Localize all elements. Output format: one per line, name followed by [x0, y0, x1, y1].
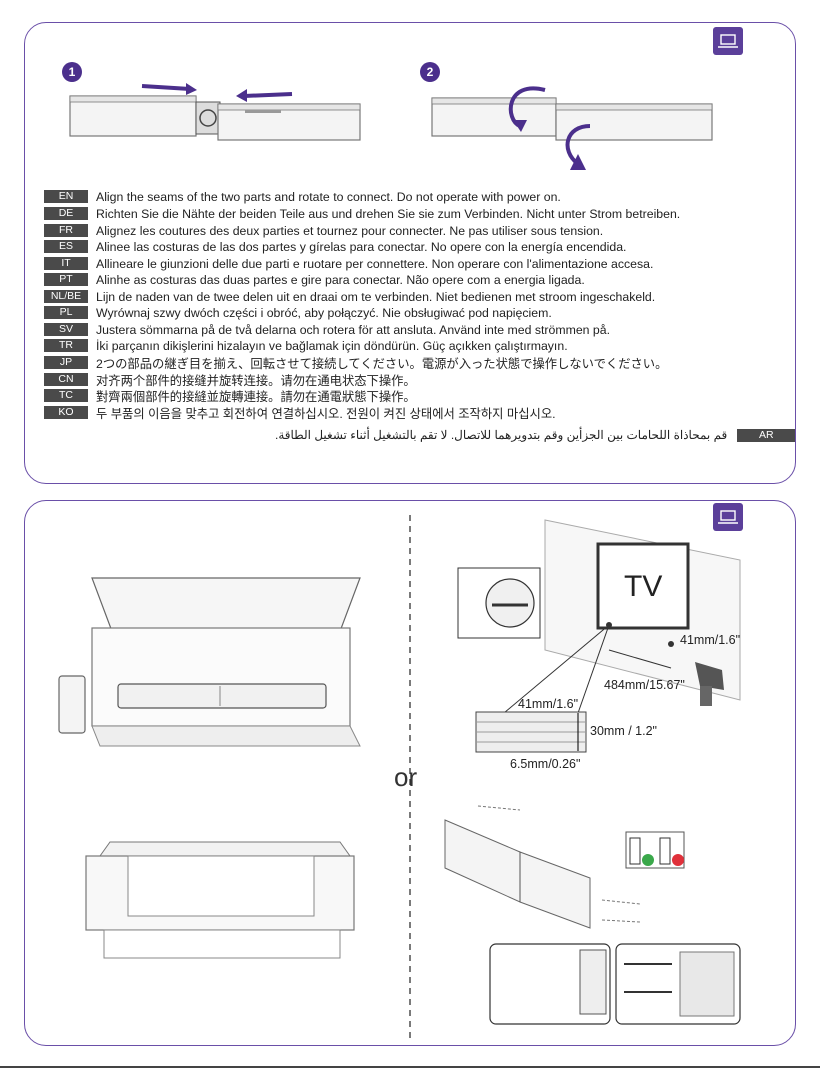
soundbar-joint — [196, 102, 220, 134]
instruction-fr: FR Alignez les coutures des deux parties … — [44, 223, 603, 238]
instruction-text: 두 부품의 이음을 맞추고 회전하여 연결하십시오. 전원이 켜진 상태에서 조… — [96, 404, 556, 422]
instruction-text: Lijn de naden van de twee delen uit en d… — [96, 290, 655, 304]
soundbar-assembled-right — [556, 104, 712, 140]
language-code: FR — [44, 224, 88, 237]
instruction-text: Richten Sie die Nähte der beiden Teile a… — [96, 207, 680, 221]
language-code: TR — [44, 339, 88, 352]
soundbar-left-part — [70, 96, 196, 136]
instruction-ar: قم بمحاذاة اللحامات بين الجزأين وقم بتدو… — [275, 428, 795, 442]
instruction-ko: KO 두 부품의 이음을 맞추고 회전하여 연결하십시오. 전원이 켜진 상태에서… — [44, 405, 556, 420]
instruction-text: Alinhe as costuras das duas partes e gir… — [96, 273, 585, 287]
instruction-es: ES Alinee las costuras de las dos partes … — [44, 239, 626, 254]
instruction-text: Alignez les coutures des deux parties et… — [96, 224, 603, 238]
detail-height-label: 30mm / 1.2" — [590, 724, 657, 738]
instruction-text: İki parçanın dikişlerini hizalayın ve ba… — [96, 339, 568, 353]
language-code: KO — [44, 406, 88, 419]
language-code: SV — [44, 323, 88, 336]
language-code: JP — [44, 356, 88, 369]
laptop-icon — [713, 503, 743, 531]
instruction-text: قم بمحاذاة اللحامات بين الجزأين وقم بتدو… — [275, 428, 727, 442]
language-code: AR — [737, 429, 795, 442]
language-code: PL — [44, 306, 88, 319]
tv-label: TV — [624, 570, 662, 604]
instruction-text: Allineare le giunzioni delle due parti e… — [96, 257, 653, 271]
instruction-sv: SV Justera sömmarna på de två delarna och… — [44, 322, 610, 337]
push-right-arrow — [142, 83, 197, 95]
push-left-arrow — [236, 89, 292, 102]
detail-width-label: 41mm/1.6" — [518, 697, 578, 711]
detail-depth-label: 6.5mm/0.26" — [510, 757, 580, 771]
instruction-jp: JP 2つの部品の継ぎ目を揃え、回転させて接続してください。電源が入った状態で操作… — [44, 355, 667, 370]
assembly-illustration — [0, 0, 820, 200]
language-code: NL/BE — [44, 290, 88, 303]
instruction-text: 對齊兩個部件的接縫並旋轉連接。請勿在通電狀態下操作。 — [96, 387, 416, 405]
hole-spacing-label: 484mm/15.67" — [604, 678, 685, 692]
instruction-text: Align the seams of the two parts and rot… — [96, 190, 561, 204]
language-code: TC — [44, 389, 88, 402]
instruction-text: Alinee las costuras de las dos partes y … — [96, 240, 626, 254]
instruction-en: EN Align the seams of the two parts and r… — [44, 189, 561, 204]
instruction-tr: TR İki parçanın dikişlerini hizalayın ve … — [44, 338, 568, 353]
soundbar-assembled-left — [432, 98, 556, 136]
page-bottom-rule — [0, 1066, 820, 1068]
language-code: PT — [44, 273, 88, 286]
language-code: ES — [44, 240, 88, 253]
instruction-nl: NL/BE Lijn de naden van de twee delen uit… — [44, 289, 655, 304]
instruction-text: Wyrównaj szwy dwóch części i obróć, aby … — [96, 306, 552, 320]
instruction-de: DE Richten Sie die Nähte der beiden Teile… — [44, 206, 680, 221]
language-code: EN — [44, 190, 88, 203]
language-code: CN — [44, 373, 88, 386]
instruction-pl: PL Wyrównaj szwy dwóch części i obróć, ab… — [44, 305, 552, 320]
instruction-text: Justera sömmarna på de två delarna och r… — [96, 323, 610, 337]
instruction-text: 2つの部品の継ぎ目を揃え、回転させて接続してください。電源が入った状態で操作しな… — [96, 354, 667, 372]
instruction-tc: TC 對齊兩個部件的接縫並旋轉連接。請勿在通電狀態下操作。 — [44, 388, 416, 403]
instruction-pt: PT Alinhe as costuras das duas partes e g… — [44, 272, 585, 287]
instruction-it: IT Allineare le giunzioni delle due parti… — [44, 256, 653, 271]
soundbar-right-part — [218, 104, 360, 140]
or-separator: or — [394, 762, 417, 793]
language-code: IT — [44, 257, 88, 270]
language-code: DE — [44, 207, 88, 220]
mount-height-label: 41mm/1.6" — [680, 633, 740, 647]
